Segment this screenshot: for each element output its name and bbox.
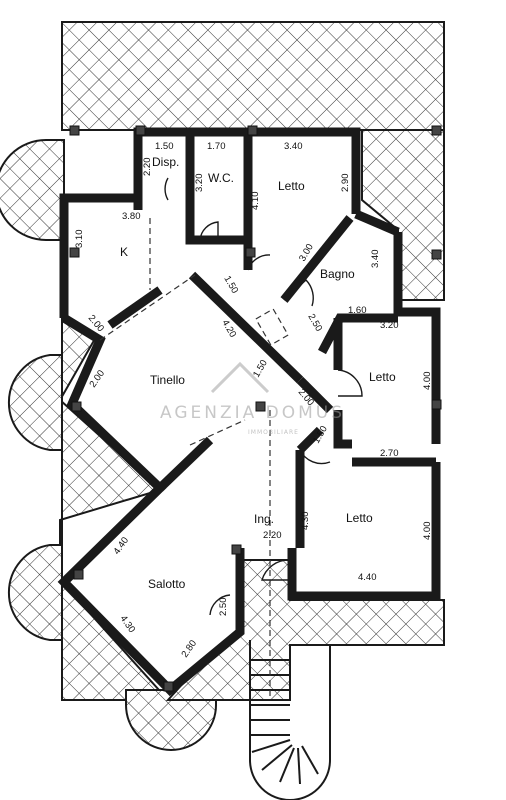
dim-label: 3.20	[194, 174, 205, 193]
dim-label: 3.40	[284, 141, 303, 152]
room-labels: Disp. W.C. Letto K Bagno Tinello Letto L…	[120, 155, 396, 591]
walls	[57, 127, 441, 697]
guide-lines	[99, 218, 289, 700]
dim-label: 3.20	[380, 320, 399, 331]
room-label-salotto: Salotto	[148, 577, 186, 591]
terrace-bay-low	[7, 544, 63, 641]
dim-label: 2.20	[142, 158, 153, 177]
dim-label: 4.00	[422, 522, 433, 541]
dim-label: 2.90	[340, 174, 351, 193]
terrace-top	[61, 21, 445, 131]
dim-label: 3.10	[74, 230, 85, 249]
watermark-brand: AGENZIA DOMUS	[160, 403, 345, 423]
dim-label: 2.70	[380, 448, 399, 459]
dim-label: 4.40	[358, 572, 377, 583]
dim-label: 3.80	[122, 211, 141, 222]
terrace-bay-mid	[7, 354, 63, 451]
doors	[164, 177, 363, 616]
dim-label: 1.60	[348, 305, 367, 316]
terrace-left-upper-bay	[0, 139, 65, 241]
watermark-roof-icon	[210, 361, 270, 394]
dim-label: 4.30	[300, 512, 311, 531]
dim-label: 3.40	[370, 250, 381, 269]
room-label-letto-top: Letto	[278, 179, 305, 193]
pillars	[69, 125, 442, 692]
terraces	[0, 21, 445, 751]
interior	[64, 132, 436, 690]
dim-label: 1.50	[155, 141, 174, 152]
room-label-bagno: Bagno	[320, 267, 355, 281]
dim-label: 4.00	[422, 372, 433, 391]
room-label-k: K	[120, 245, 128, 259]
room-label-letto-right: Letto	[369, 370, 396, 384]
watermark: AGENZIA DOMUS IMMOBILIARE	[160, 361, 345, 436]
watermark-sub: IMMOBILIARE	[248, 429, 299, 436]
dim-label: 2.50	[218, 598, 229, 617]
terrace-left-lower	[58, 316, 171, 701]
room-label-letto-bottom: Letto	[346, 511, 373, 525]
room-label-ingresso: Ing.	[254, 512, 274, 526]
room-label-wc: W.C.	[208, 171, 234, 185]
dim-label: 2.20	[263, 530, 282, 541]
dim-label: 1.70	[207, 141, 226, 152]
room-label-tinello: Tinello	[150, 373, 185, 387]
terrace-bay-bottom	[125, 689, 217, 751]
room-label-disp: Disp.	[152, 155, 179, 169]
dim-label: 4.10	[250, 192, 261, 211]
